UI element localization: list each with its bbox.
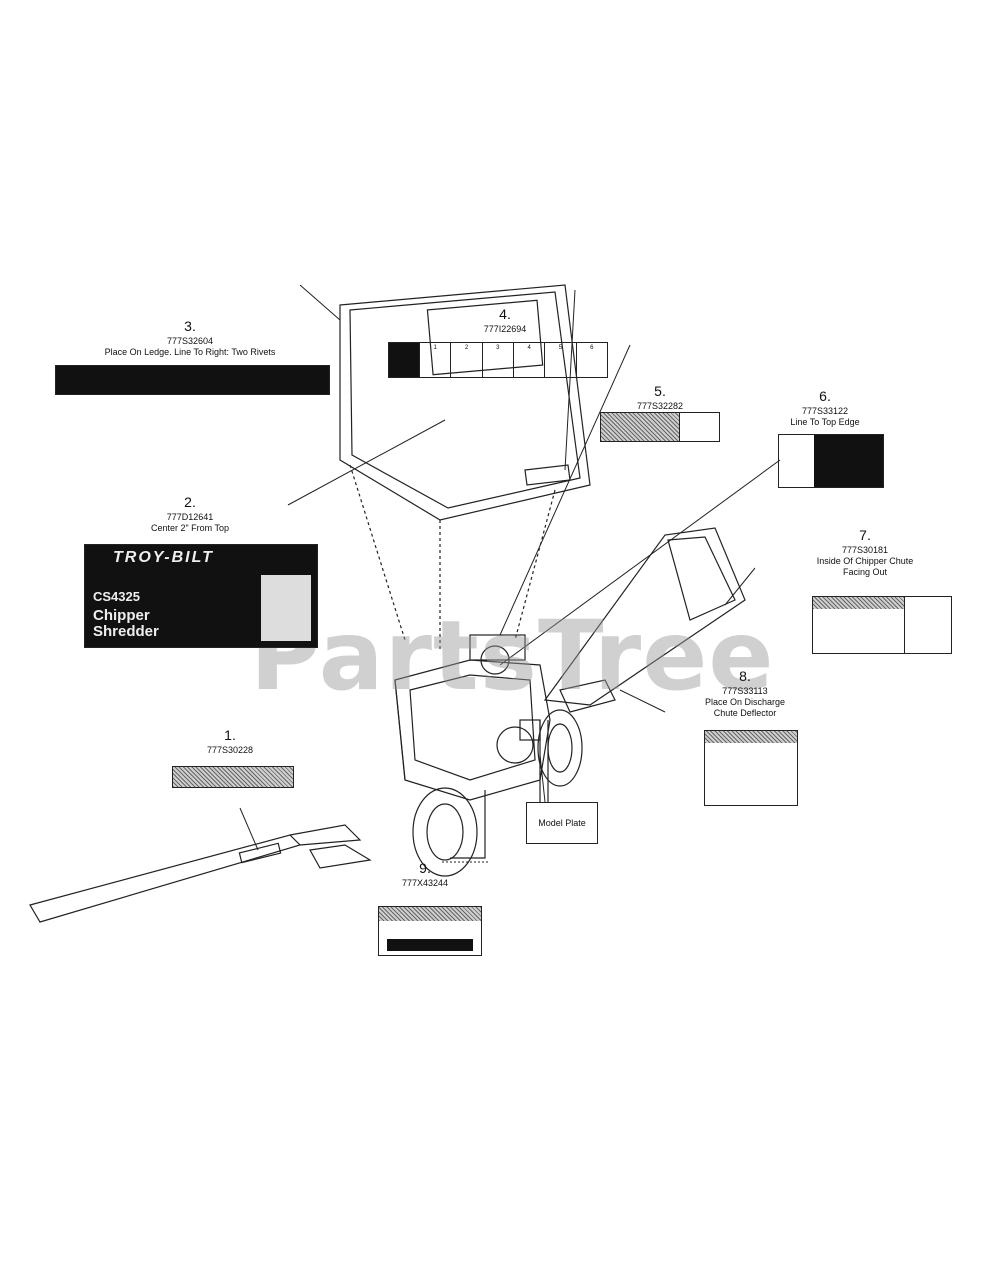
callout-number: 6. bbox=[819, 388, 831, 404]
chipper-chute bbox=[543, 527, 746, 706]
step-3: 3 bbox=[481, 343, 513, 377]
callout-number: 7. bbox=[859, 527, 871, 543]
decal-5 bbox=[600, 412, 720, 442]
callout-9: 9. 777X43244 bbox=[395, 860, 455, 889]
placement-note: Place On Ledge. Line To Right: Two Rivet… bbox=[104, 346, 276, 357]
decal-8 bbox=[704, 730, 798, 806]
product-name-line1: Chipper bbox=[93, 607, 150, 624]
part-number: 777S30181 bbox=[841, 544, 889, 555]
callout-number: 8. bbox=[739, 668, 751, 684]
part-number: 777X43244 bbox=[401, 877, 449, 888]
decal-6 bbox=[778, 434, 884, 488]
callout-3: 3. 777S32604 Place On Ledge. Line To Rig… bbox=[75, 318, 305, 358]
callout-number: 5. bbox=[654, 383, 666, 399]
callout-5: 5. 777S32282 bbox=[620, 383, 700, 412]
part-number: 777S30228 bbox=[206, 744, 254, 755]
callout-number: 3. bbox=[184, 318, 196, 334]
placement-note: Line To Top Edge bbox=[790, 416, 860, 427]
decal-2: TROY-BILT CS4325 Chipper Shredder bbox=[84, 544, 318, 648]
hand-warning-icon bbox=[779, 435, 814, 487]
callout-7: 7. 777S30181 Inside Of Chipper Chute Fac… bbox=[800, 527, 930, 578]
placement-note-2: Chute Deflector bbox=[713, 708, 777, 718]
placement-note-2: Facing Out bbox=[842, 567, 888, 577]
leader-3 bbox=[299, 284, 341, 321]
decal-9 bbox=[378, 906, 482, 956]
part-number: 777S33113 bbox=[722, 685, 768, 696]
step-2: 2 bbox=[450, 343, 481, 377]
hopper-outline bbox=[339, 284, 591, 521]
part-number: 777I22694 bbox=[483, 323, 527, 334]
leader-1 bbox=[239, 807, 259, 851]
brand-name: TROY-BILT bbox=[113, 549, 214, 566]
callout-6: 6. 777S33122 Line To Top Edge bbox=[770, 388, 880, 428]
placement-note: Center 2" From Top bbox=[150, 522, 230, 533]
decal-7 bbox=[812, 596, 952, 654]
leader-7 bbox=[724, 567, 756, 606]
callout-number: 1. bbox=[224, 727, 236, 743]
step-6: 6 bbox=[575, 343, 607, 377]
placement-note: Inside Of Chipper Chute bbox=[816, 555, 914, 566]
callout-1: 1. 777S30228 bbox=[195, 727, 265, 756]
part-number: 777D12641 bbox=[166, 511, 214, 522]
step-4: 4 bbox=[512, 343, 544, 377]
product-image bbox=[261, 575, 311, 641]
placement-note: Place On Discharge bbox=[704, 696, 786, 707]
decal-4-badge bbox=[389, 343, 419, 377]
callout-number: 9. bbox=[419, 860, 431, 876]
step-5: 5 bbox=[544, 343, 575, 377]
warning-symbol-icon bbox=[679, 413, 719, 441]
callout-2: 2. 777D12641 Center 2" From Top bbox=[130, 494, 250, 534]
leader-2 bbox=[287, 419, 446, 506]
leader-model-plate bbox=[539, 754, 546, 803]
step-1: 1 bbox=[419, 343, 450, 377]
chipper-warning-icon bbox=[904, 597, 951, 653]
decal-3 bbox=[55, 365, 330, 395]
leader-8 bbox=[619, 689, 666, 713]
callout-8: 8. 777S33113 Place On Discharge Chute De… bbox=[690, 668, 800, 719]
leader-5 bbox=[499, 344, 631, 636]
part-number: 777S32282 bbox=[636, 400, 684, 411]
left-wheel bbox=[412, 787, 478, 877]
callout-4: 4. 777I22694 bbox=[470, 306, 540, 335]
engine-body bbox=[394, 659, 551, 801]
callout-number: 4. bbox=[499, 306, 511, 322]
leader-4 bbox=[564, 289, 576, 471]
part-number: 777S33122 bbox=[801, 405, 849, 416]
model-number: CS4325 bbox=[93, 589, 140, 604]
product-name-line2: Shredder bbox=[93, 623, 159, 640]
model-plate-label: Model Plate bbox=[526, 802, 598, 844]
decal-4: 1 2 3 4 5 6 bbox=[388, 342, 608, 378]
decal-1 bbox=[172, 766, 294, 788]
callout-number: 2. bbox=[184, 494, 196, 510]
leader-6 bbox=[499, 459, 781, 666]
part-number: 777S32604 bbox=[166, 335, 214, 346]
right-wheel bbox=[537, 709, 583, 787]
